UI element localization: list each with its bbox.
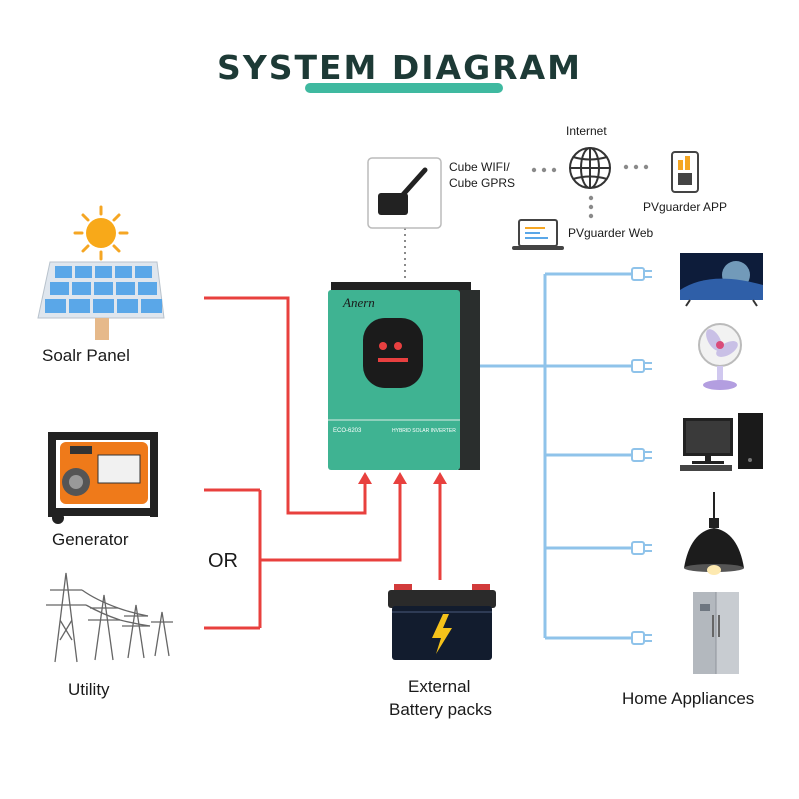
wifi-label-line2: Cube GPRS <box>449 176 516 190</box>
or-label: OR <box>208 550 238 572</box>
inverter-model: ECO-6203 <box>333 428 362 434</box>
home-appliances-label: Home Appliances <box>622 689 755 708</box>
utility-label: Utility <box>68 680 110 699</box>
battery-label-line2: Battery packs <box>389 700 492 719</box>
pylon-icon <box>46 572 173 663</box>
pv-app-label: PVguarder APP <box>643 200 728 214</box>
page-title: SYSTEM DIAGRAM <box>217 48 582 87</box>
title-underline <box>305 83 503 93</box>
inverter-type: HYBRID SOLAR INVERTER <box>392 428 456 434</box>
lamp-icon <box>684 492 744 575</box>
desktop-icon <box>680 413 763 471</box>
pv-web-label: PVguarder Web <box>568 226 654 240</box>
plug-icon <box>631 448 652 462</box>
output-wires <box>480 272 632 640</box>
fridge-icon <box>693 592 739 674</box>
wifi-label-line1: Cube WIFI/ <box>449 160 510 174</box>
internet-dots <box>531 164 649 219</box>
plug-icon <box>631 359 652 373</box>
input-wires <box>204 296 442 630</box>
tv-icon <box>680 253 763 307</box>
inverter-brand: Anern <box>342 295 375 310</box>
generator-icon <box>48 432 158 524</box>
lightning-icon <box>432 614 452 654</box>
phone-icon <box>671 151 699 193</box>
battery-label-line1: External <box>408 677 471 696</box>
solar-panel-icon <box>37 261 165 340</box>
plug-icon <box>631 631 652 645</box>
generator-label: Generator <box>52 530 129 549</box>
internet-label: Internet <box>566 124 607 138</box>
sun-icon <box>73 205 129 261</box>
battery-icon <box>388 584 496 660</box>
plug-icons <box>631 267 652 645</box>
inverter-icon <box>328 282 480 470</box>
fan-icon <box>698 323 742 390</box>
globe-icon <box>569 147 611 189</box>
plug-icon <box>631 541 652 555</box>
laptop-icon <box>512 219 564 250</box>
input-arrows <box>358 472 447 484</box>
plug-icon <box>631 267 652 281</box>
solar-panel-label: Soalr Panel <box>42 346 130 365</box>
wifi-dongle-icon <box>367 157 442 229</box>
